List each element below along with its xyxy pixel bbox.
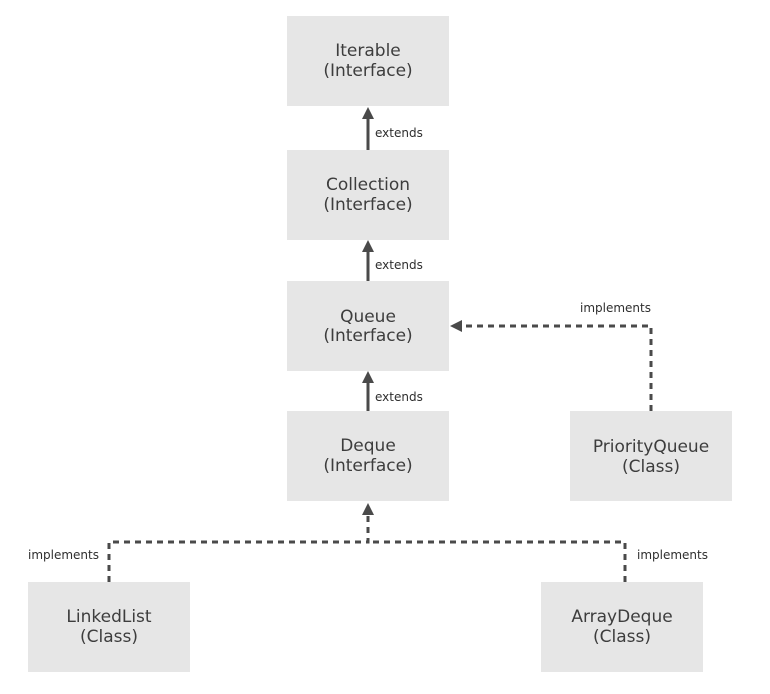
node-name: LinkedList xyxy=(66,607,152,627)
edge-line xyxy=(462,324,653,411)
node-box xyxy=(287,150,449,240)
edge-priorityqueue-implements-queue: implements xyxy=(450,301,653,411)
edge-label-implements: implements xyxy=(637,548,708,562)
node-kind: (Class) xyxy=(593,627,651,647)
node-box xyxy=(287,16,449,106)
node-priorityqueue: PriorityQueue (Class) xyxy=(570,411,732,501)
node-deque: Deque (Interface) xyxy=(287,411,449,501)
node-kind: (Interface) xyxy=(323,456,412,476)
node-arraydeque: ArrayDeque (Class) xyxy=(541,582,703,672)
edge-arraydeque-implements-deque: implements xyxy=(368,540,708,582)
arrowhead-icon xyxy=(450,320,462,332)
node-kind: (Class) xyxy=(622,457,680,477)
arrowhead-icon xyxy=(362,371,374,383)
node-box xyxy=(287,411,449,501)
node-iterable: Iterable (Interface) xyxy=(287,16,449,106)
node-box xyxy=(28,582,190,672)
node-kind: (Interface) xyxy=(323,61,412,81)
node-box xyxy=(287,281,449,371)
node-collection: Collection (Interface) xyxy=(287,150,449,240)
arrowhead-icon xyxy=(362,107,374,119)
edge-linkedlist-implements-deque: implements xyxy=(28,503,374,582)
edge-label-extends: extends xyxy=(375,390,423,404)
edge-deque-extends-queue: extends xyxy=(362,371,423,411)
edge-label-implements: implements xyxy=(580,301,651,315)
edge-label-extends: extends xyxy=(375,258,423,272)
node-name: Deque xyxy=(340,436,396,456)
node-kind: (Class) xyxy=(80,627,138,647)
node-name: Queue xyxy=(340,307,396,327)
node-box xyxy=(570,411,732,501)
edge-line xyxy=(107,514,370,582)
node-box xyxy=(541,582,703,672)
node-queue: Queue (Interface) xyxy=(287,281,449,371)
edge-queue-extends-collection: extends xyxy=(362,240,423,281)
node-name: Collection xyxy=(326,175,410,195)
node-kind: (Interface) xyxy=(323,326,412,346)
arrowhead-icon xyxy=(362,240,374,252)
node-name: PriorityQueue xyxy=(593,437,709,457)
arrowhead-icon xyxy=(362,503,374,515)
edge-collection-extends-iterable: extends xyxy=(362,107,423,150)
node-linkedlist: LinkedList (Class) xyxy=(28,582,190,672)
edge-label-extends: extends xyxy=(375,126,423,140)
node-name: Iterable xyxy=(335,41,401,61)
node-kind: (Interface) xyxy=(323,195,412,215)
node-name: ArrayDeque xyxy=(571,607,672,627)
edge-line xyxy=(368,540,627,582)
edge-label-implements: implements xyxy=(28,548,99,562)
